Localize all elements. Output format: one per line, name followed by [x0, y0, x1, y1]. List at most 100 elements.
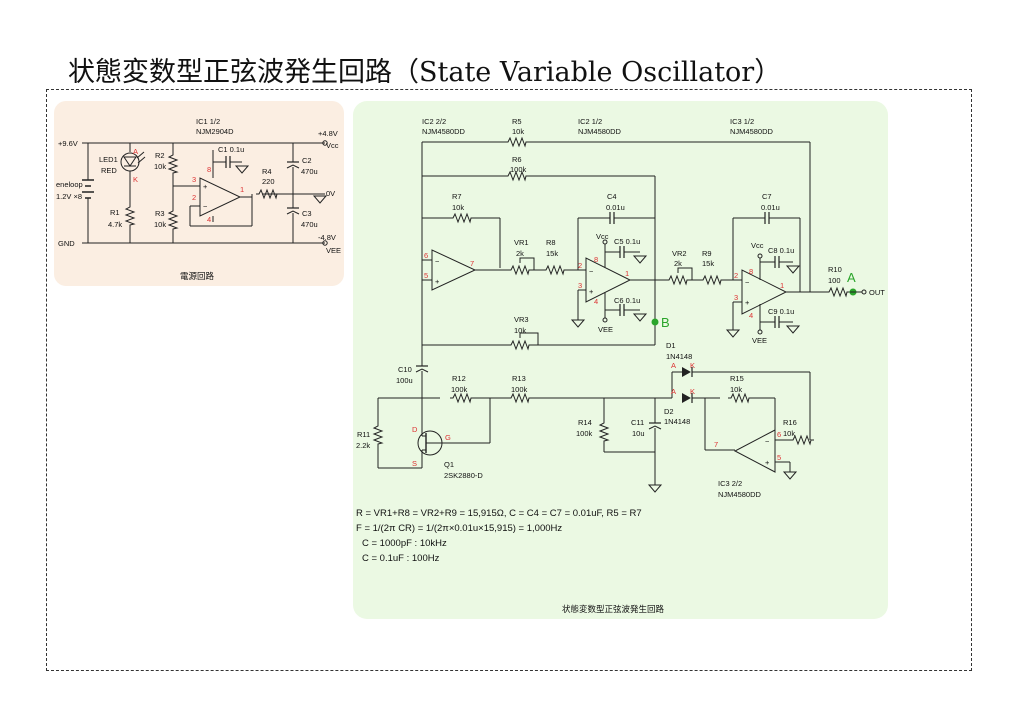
label-osc-r14-name: R14	[578, 418, 592, 427]
label-osc-vr2-name: VR2	[672, 249, 687, 258]
label-osc-r9-name: R9	[702, 249, 712, 258]
label-osc-p6: 6	[424, 251, 428, 260]
label-osc-p3: 3	[578, 281, 582, 290]
label-power-led-a: A	[133, 147, 138, 156]
label-power-vplus: +4.8V	[318, 129, 338, 138]
label-osc-da: A	[671, 387, 676, 396]
label-power-vcc: Vcc	[326, 141, 339, 150]
page-title: 状態変数型正弦波発生回路（State Variable Oscillator）	[68, 57, 782, 88]
label-osc-r11-val: 2.2k	[356, 441, 370, 450]
label-osc-r8-name: R8	[546, 238, 556, 247]
power-circuit-panel	[54, 101, 344, 286]
label-power-r3-name: R3	[155, 209, 165, 218]
label-power-r3-val: 10k	[154, 220, 166, 229]
label-osc-r16-name: R16	[783, 418, 797, 427]
label-osc-c7-name: C7	[762, 192, 772, 201]
label-osc-p4: 4	[749, 311, 753, 320]
label-power-ic1-name: IC1 1/2	[196, 117, 220, 126]
label-osc-c4-val: 0.01u	[606, 203, 625, 212]
label-osc-p3: 3	[734, 293, 738, 302]
label-power-c2-val: 470u	[301, 167, 318, 176]
label-osc-pin-plus: +	[203, 182, 208, 191]
label-osc-out: OUT	[869, 288, 885, 297]
label-power-c3-val: 470u	[301, 220, 318, 229]
label-osc-vee: VEE	[598, 325, 613, 334]
label-osc-da: A	[671, 361, 676, 370]
label-power-pin8: 8	[207, 165, 211, 174]
label-osc-pin-minus: −	[589, 267, 594, 276]
label-osc-r6-val: 100k	[510, 165, 527, 174]
label-power-caption: 電源回路	[180, 271, 215, 281]
label-osc-r13-val: 100k	[511, 385, 528, 394]
label-power-led-color: RED	[101, 166, 117, 175]
label-osc-ic3a-part: NJM4580DD	[730, 127, 774, 136]
label-osc-c5-name: C5 0.1u	[614, 237, 640, 246]
label-power-r2-val: 10k	[154, 162, 166, 171]
label-osc-p7: 7	[470, 259, 474, 268]
label-osc-p1: 1	[780, 281, 784, 290]
label-osc-p8: 8	[594, 255, 598, 264]
label-power-gnd: GND	[58, 239, 75, 248]
label-osc-ic3b-part: NJM4580DD	[718, 490, 762, 499]
label-osc-ic2a-name: IC2 1/2	[578, 117, 602, 126]
label-osc-pin-minus: −	[745, 278, 750, 287]
label-osc-r10-val: 100	[828, 276, 841, 285]
label-power-v-in: +9.6V	[58, 139, 78, 148]
label-osc-r13-name: R13	[512, 374, 526, 383]
label-osc-r12-val: 100k	[451, 385, 468, 394]
label-osc-r12-name: R12	[452, 374, 466, 383]
label-osc-r15-val: 10k	[730, 385, 742, 394]
label-osc-formula2: F = 1/(2π CR) = 1/(2π×0.01u×15,915) = 1,…	[356, 523, 562, 534]
label-osc-c6-name: C6 0.1u	[614, 296, 640, 305]
label-osc-c11-name: C11	[631, 418, 644, 427]
label-osc-dk: K	[690, 387, 695, 396]
label-osc-p5: 5	[777, 453, 781, 462]
label-osc-pin-plus: +	[745, 298, 750, 307]
label-osc-p4: 4	[594, 297, 598, 306]
label-osc-p5: 5	[424, 271, 428, 280]
label-osc-caption: 状態変数型正弦波発生回路	[562, 604, 665, 614]
label-osc-p6: 6	[777, 430, 781, 439]
label-osc-ic2b-part: NJM4580DD	[422, 127, 466, 136]
label-osc-d1-part: 1N4148	[666, 352, 692, 361]
label-power-battery-line2: 1.2V ×8	[56, 192, 82, 201]
label-osc-vr1-val: 2k	[516, 249, 524, 258]
label-osc-q1-name: Q1	[444, 460, 454, 469]
label-osc-vee: VEE	[752, 336, 767, 345]
label-osc-r15-name: R15	[730, 374, 744, 383]
label-osc-p2: 2	[734, 271, 738, 280]
label-power-c2-name: C2	[302, 156, 312, 165]
label-osc-d2-part: 1N4148	[664, 417, 690, 426]
label-osc-r7-val: 10k	[452, 203, 464, 212]
label-osc-formula1: R = VR1+R8 = VR2+R9 = 15,915Ω, C = C4 = …	[356, 508, 642, 519]
label-osc-r8-val: 15k	[546, 249, 558, 258]
label-power-pin4: 4	[207, 215, 211, 224]
label-osc-r9-val: 15k	[702, 259, 714, 268]
label-power-r4-name: R4	[262, 167, 272, 176]
label-power-led-name: LED1	[99, 155, 118, 164]
label-osc-q-d: D	[412, 425, 418, 434]
label-osc-vr1-name: VR1	[514, 238, 529, 247]
label-power-vzero: 0V	[326, 189, 335, 198]
oscillator-circuit: − + − +	[356, 117, 885, 614]
label-power-c3-name: C3	[302, 209, 312, 218]
label-osc-p1: 1	[625, 269, 629, 278]
label-osc-c8-name: C8 0.1u	[768, 246, 794, 255]
label-power-vee: VEE	[326, 246, 341, 255]
label-osc-r6-name: R6	[512, 155, 522, 164]
label-osc-ic2b-name: IC2 2/2	[422, 117, 446, 126]
label-osc-node-a: A	[847, 270, 856, 285]
label-osc-formula4: C = 0.1uF : 100Hz	[362, 553, 440, 564]
label-power-led-k: K	[133, 175, 138, 184]
label-osc-vcc: Vcc	[751, 241, 764, 250]
label-osc-r7-name: R7	[452, 192, 462, 201]
label-osc-pin-minus: −	[765, 437, 770, 446]
label-osc-pin-plus: +	[435, 277, 440, 286]
label-osc-pin-minus: −	[435, 257, 440, 266]
oscillator-circuit-panel	[353, 101, 888, 619]
label-osc-d1-name: D1	[666, 341, 676, 350]
label-power-r4-val: 220	[262, 177, 275, 186]
label-osc-p2: 2	[578, 261, 582, 270]
label-osc-dk: K	[690, 361, 695, 370]
